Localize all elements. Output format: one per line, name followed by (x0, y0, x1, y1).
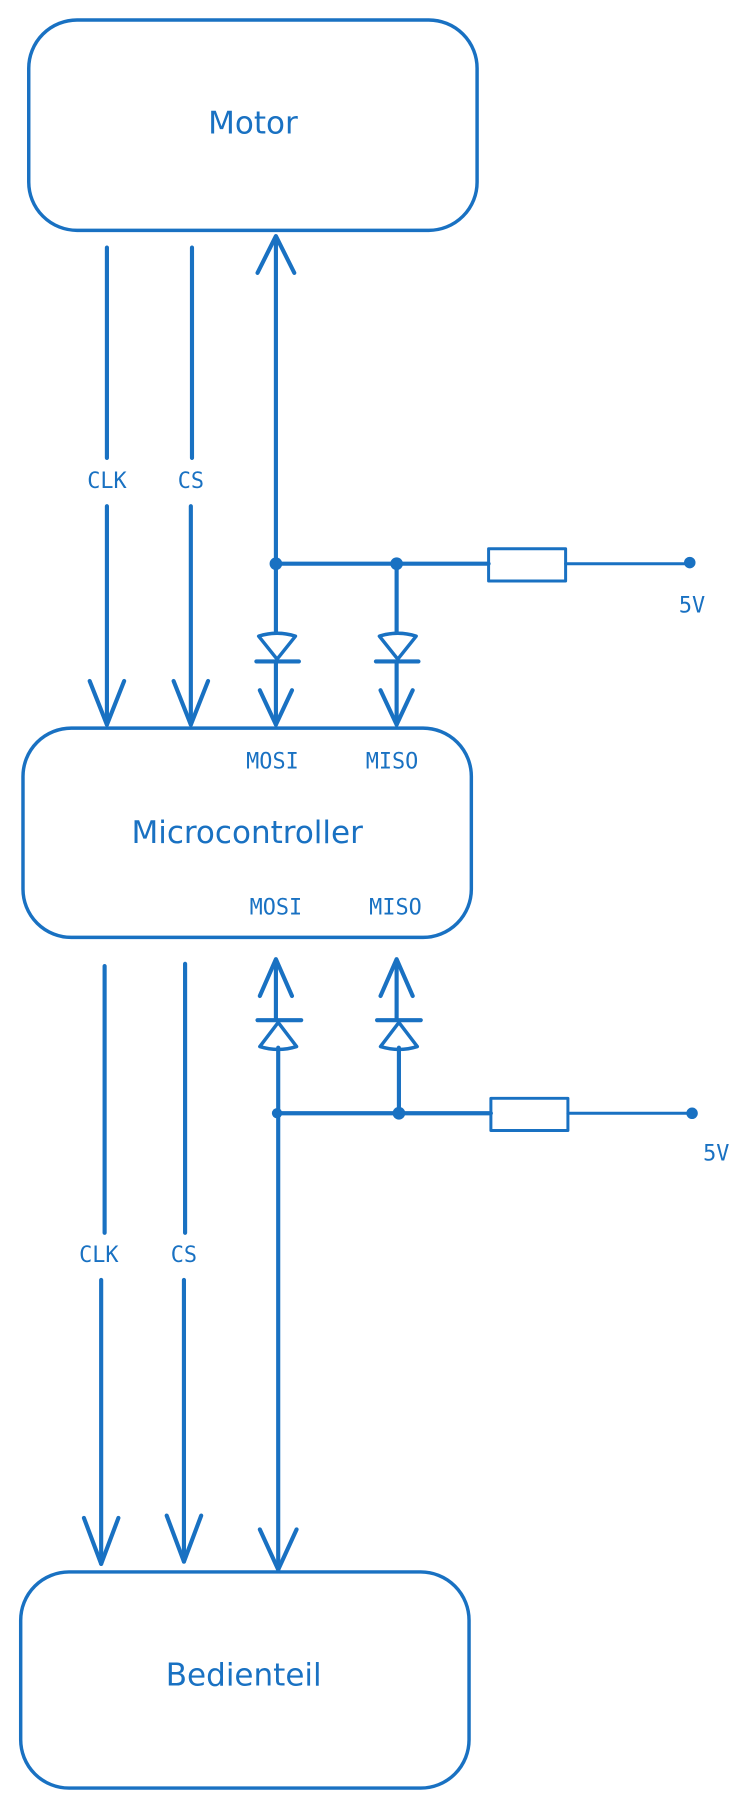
port-top-mosi-label: MOSI (246, 750, 299, 775)
upper-miso-arrowhead (378, 688, 415, 727)
lower-clk-signal: CLK (79, 964, 121, 1566)
upper-supply-label: 5V (679, 593, 705, 618)
lower-supply-terminal-dot (686, 1107, 698, 1120)
upper-cs-signal: CS (171, 245, 211, 727)
motor-box (27, 18, 479, 233)
lower-junction-dot-mosi (271, 1108, 283, 1119)
upper-resistor-icon (487, 547, 568, 583)
lower-clk-line (99, 964, 107, 1566)
lower-miso-diode-icon (378, 1020, 420, 1052)
lower-mosi-diode-icon (258, 1020, 299, 1052)
motor-block: Motor (27, 18, 479, 233)
upper-mosi-diode-icon (256, 631, 298, 661)
microcontroller-label: Microcontroller (131, 815, 363, 851)
lower-supply-label: 5V (703, 1142, 729, 1167)
lower-clk-label: CLK (79, 1243, 119, 1268)
upper-cs-label: CS (178, 469, 204, 494)
upper-clk-arrowhead (87, 678, 127, 727)
upper-mosi-arrowhead (257, 688, 295, 727)
lower-junction-dot-miso (392, 1106, 406, 1120)
bedienteil-box (18, 1570, 471, 1790)
bedienteil-block: Bedienteil (18, 1570, 471, 1790)
bedienteil-label: Bedienteil (166, 1658, 322, 1694)
upper-clk-label: CLK (87, 469, 127, 494)
lower-cs-line (181, 961, 188, 1564)
lower-miso-branch (375, 957, 423, 1116)
upper-junction-dot-mosi (269, 557, 283, 571)
lower-mosi-up-arrowhead (257, 957, 295, 999)
upper-supply-terminal-dot (684, 556, 696, 569)
upper-miso-diode-icon (377, 631, 418, 661)
lower-data-line-mosi (255, 957, 304, 1572)
upper-data-line-mosi (254, 234, 301, 727)
microcontroller-box (21, 726, 474, 940)
lower-clk-arrowhead (81, 1515, 121, 1566)
upper-pullup: 5V (269, 547, 705, 618)
lower-cs-label: CS (171, 1243, 197, 1268)
motor-label: Motor (208, 106, 298, 142)
upper-data-up-arrowhead (255, 234, 297, 275)
upper-miso-branch (373, 561, 421, 727)
lower-data-down-arrowhead (257, 1527, 299, 1572)
lower-cs-signal: CS (164, 961, 204, 1564)
upper-cs-line (188, 245, 195, 727)
upper-junction-dot-miso (390, 557, 403, 571)
upper-cs-arrowhead (171, 678, 211, 727)
lower-cs-arrowhead (164, 1513, 204, 1564)
port-bottom-miso-label: MISO (369, 896, 422, 921)
port-bottom-mosi-label: MOSI (250, 896, 303, 921)
lower-miso-up-arrowhead (378, 957, 415, 999)
lower-resistor-icon (489, 1096, 570, 1132)
lower-pullup: 5V (271, 1096, 729, 1167)
microcontroller-block: Microcontroller MOSI MISO MOSI MISO (21, 726, 474, 940)
upper-clk-signal: CLK (87, 245, 127, 727)
port-top-miso-label: MISO (366, 750, 419, 775)
